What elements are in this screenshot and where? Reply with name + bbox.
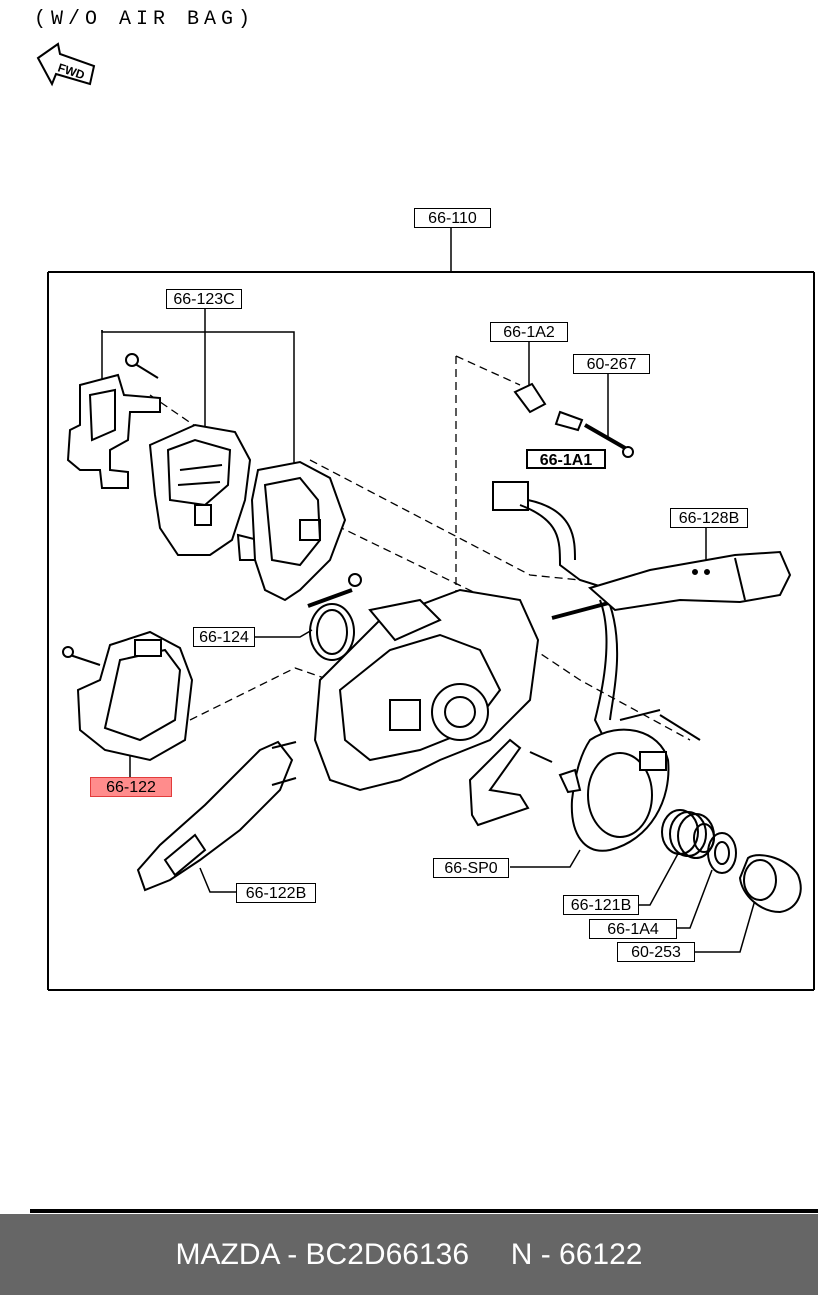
footer-divider bbox=[30, 1209, 818, 1213]
callout-66-123c: 66-123C bbox=[166, 289, 242, 309]
footer-bar bbox=[0, 1214, 818, 1295]
bracket-66-123c bbox=[66, 353, 161, 489]
callout-66-110: 66-110 bbox=[414, 208, 491, 228]
clamp-band-66-124 bbox=[307, 573, 362, 661]
assembly-dash-lines bbox=[149, 355, 691, 741]
mount-bracket bbox=[468, 738, 553, 827]
column-switch-body bbox=[313, 588, 540, 792]
diagram-note: (W/O AIR BAG) bbox=[34, 8, 256, 31]
footer-caption: MAZDA - BC2D66136 N - 66122 bbox=[0, 1238, 818, 1272]
turn-signal-lever-66-122b bbox=[136, 740, 297, 892]
callout-66-1a2: 66-1A2 bbox=[490, 322, 568, 342]
callout-66-128b: 66-128B bbox=[670, 508, 748, 528]
leader-lines bbox=[101, 308, 756, 953]
callout-60-267: 60-267 bbox=[573, 354, 650, 374]
assembly-frame bbox=[47, 228, 815, 991]
callout-66-122b: 66-122B bbox=[236, 883, 316, 903]
bushing-60-253 bbox=[738, 854, 802, 914]
footer-part-number: MAZDA - BC2D66136 bbox=[175, 1238, 469, 1271]
callout-66-1a1: 66-1A1 bbox=[526, 449, 606, 469]
callout-66-122: 66-122 bbox=[90, 777, 172, 797]
callout-60-253: 60-253 bbox=[617, 942, 695, 962]
washer-66-1a4 bbox=[707, 832, 737, 874]
wiring-harness bbox=[492, 481, 621, 741]
cover-66-123c bbox=[250, 460, 347, 602]
callout-66-121b: 66-121B bbox=[563, 895, 639, 915]
clock-spring-66-sp0 bbox=[558, 709, 701, 852]
fwd-arrow-icon: FWD bbox=[36, 42, 96, 87]
wiper-lever-66-128b bbox=[587, 550, 792, 612]
switch-module-66-123c bbox=[148, 423, 262, 561]
callout-66-124: 66-124 bbox=[193, 627, 255, 647]
spring-66-121b bbox=[661, 809, 715, 859]
footer-reference: N - 66122 bbox=[510, 1238, 643, 1271]
callout-66-1a4: 66-1A4 bbox=[589, 919, 677, 939]
callout-66-sp0: 66-SP0 bbox=[433, 858, 509, 878]
pin-assembly bbox=[513, 382, 634, 458]
switch-66-122 bbox=[62, 630, 194, 762]
